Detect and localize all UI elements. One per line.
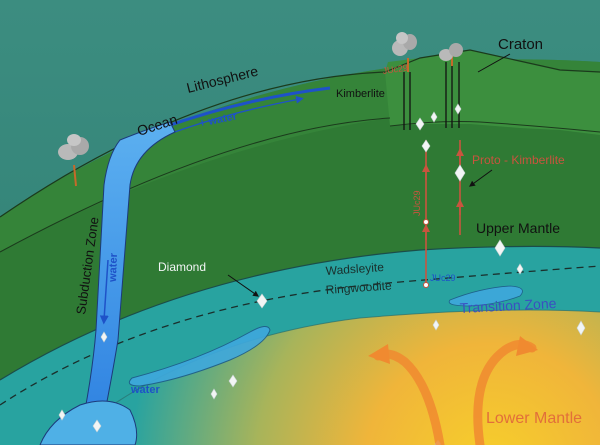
diamond-12 (454, 103, 462, 115)
lower-mantle-top-line (59, 309, 600, 445)
label-kimberlite: Kimberlite (336, 88, 385, 100)
diamond-14 (58, 409, 66, 421)
water-lens-right (448, 285, 523, 307)
label-water-slab: water (107, 252, 120, 283)
diamond-1 (494, 239, 506, 257)
diamond-3 (256, 293, 268, 309)
diamond-leader-line (227, 274, 259, 297)
eruption-left (58, 134, 89, 187)
wadsleyite-ringwoodite-boundary (0, 265, 600, 406)
slab-water-pool (39, 400, 138, 445)
diamond-13 (100, 331, 108, 343)
label-lower-mantle: Lower Mantle (486, 410, 582, 427)
diamond-9 (421, 139, 431, 153)
slab-flow-arrow (99, 259, 109, 325)
craton-outline (384, 49, 600, 73)
craton-leader-line (477, 53, 511, 73)
diamond-5 (210, 388, 218, 400)
label-craton: Craton (498, 36, 543, 53)
diamond-11 (430, 111, 438, 123)
label-upper-mantle: Upper Mantle (476, 220, 560, 236)
label-sample-top: JUc29 (382, 63, 409, 76)
craton-block (385, 50, 600, 135)
lower-mantle-region (60, 310, 600, 445)
diamond-6 (576, 320, 586, 336)
sample-dot-mid (423, 219, 429, 225)
eruption-kimberlite-1 (392, 32, 417, 72)
water-lens-left (128, 326, 271, 387)
lithosphere-base-line (0, 117, 391, 253)
diamond-15 (92, 419, 102, 433)
diamond-2 (454, 164, 466, 182)
surface-line (0, 71, 386, 218)
convection-arrowhead-left (368, 344, 390, 364)
label-sample-boundary: JUc29 (430, 273, 456, 283)
eruption-kimberlite-2 (439, 43, 463, 66)
label-ringwoodite: Ringwoodite (325, 278, 392, 297)
label-sample-vertical: JUc29 (412, 190, 422, 216)
diamond-10 (415, 117, 425, 131)
label-proto-kimberlite: Proto - Kimberlite (472, 153, 565, 167)
proto-kimberlite-leader-line (469, 169, 493, 187)
diamond-7 (432, 319, 440, 331)
label-wadsleyite: Wadsleyite (325, 260, 384, 278)
diamond-8 (516, 263, 524, 275)
label-water-pool: water (130, 384, 160, 396)
diamond-4 (228, 374, 238, 388)
sample-dot-boundary (423, 282, 429, 288)
convection-arrowhead-right (516, 336, 538, 356)
label-diamond: Diamond (158, 260, 206, 274)
label-transition-zone: Transition Zone (459, 295, 557, 316)
